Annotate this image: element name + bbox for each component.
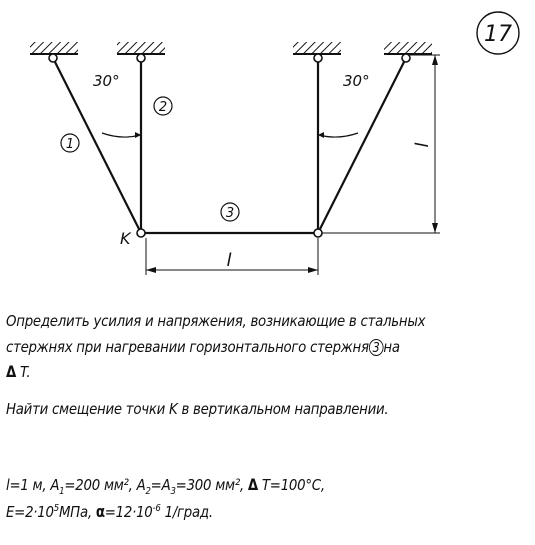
rod-1-label: 1	[66, 137, 74, 152]
dim-h-arrow-right	[308, 267, 318, 273]
param-e-unit: МПа,	[58, 503, 96, 522]
param-dt-sym: Δ	[247, 476, 258, 494]
text-line-4: Найти смещение точки K в вертикальном на…	[6, 400, 389, 418]
angle-label-left: 30°	[93, 72, 120, 90]
param-e: E=2·10	[6, 503, 54, 522]
param-a3-val: =300 мм²,	[175, 476, 248, 494]
rod-1-marker	[60, 133, 80, 153]
truss-diagram: 30° 30° 1 2 3 K l l 17	[30, 11, 520, 275]
text-line-6: E=2·105МПа, α=12·10-6 1/град.	[6, 503, 213, 521]
joint-right	[313, 228, 323, 238]
param-alpha-val: =12·10	[104, 503, 153, 522]
dim-v-arrow-bottom	[432, 223, 438, 233]
support-pin-left-inner	[136, 53, 146, 63]
param-a2-sub: 2	[145, 486, 151, 498]
dim-v-label: l	[412, 142, 433, 147]
param-a1-val: =200 мм², A	[64, 476, 146, 494]
param-a3-sub: 3	[170, 486, 176, 498]
angle-arrow-left	[135, 132, 141, 138]
angle-label-right: 30°	[343, 72, 370, 90]
text-line-5: l=1 м, A1=200 мм², A2=A3=300 мм², Δ T=10…	[6, 476, 325, 497]
param-alpha-sym: α	[95, 503, 105, 522]
rod-3-marker	[220, 202, 240, 222]
param-a2-mid: =A	[150, 476, 171, 494]
param-a1-sub: 1	[59, 486, 65, 498]
text-line-3-rest: T.	[16, 363, 31, 381]
support-pin-right-outer	[401, 53, 411, 63]
param-alpha-exp: -6	[152, 503, 161, 514]
angle-arrow-right	[318, 132, 324, 138]
problem-number-circle	[476, 11, 520, 55]
angle-arc-right	[318, 132, 359, 138]
dim-v-arrow-top	[432, 55, 438, 65]
text-line-1: Определить усилия и напряжения, возникаю…	[6, 312, 426, 330]
joint-k	[136, 228, 146, 238]
dim-h-arrow-left	[146, 267, 156, 273]
delta-symbol: Δ	[6, 363, 17, 381]
dim-h-label: l	[226, 250, 231, 271]
rod-1	[52, 57, 142, 234]
text-line-3: Δ T.	[6, 363, 31, 381]
rod-3-label: 3	[226, 206, 234, 221]
support-left-inner	[117, 42, 165, 55]
text-line-2-a: стержнях при нагревании горизонтального …	[6, 338, 369, 356]
rod-3-ref: 3	[368, 339, 384, 356]
support-pin-right-inner	[313, 53, 323, 63]
param-alpha-unit: 1/град.	[160, 503, 214, 522]
support-right-outer	[384, 42, 432, 55]
support-left-outer	[30, 42, 78, 55]
text-line-2: стержнях при нагревании горизонтального …	[6, 338, 400, 356]
param-dt-val: T=100°C,	[257, 476, 325, 494]
rod-right-inclined	[317, 57, 407, 234]
rod-2-marker	[153, 96, 173, 116]
angle-arc-left	[101, 132, 141, 138]
support-right-inner	[293, 42, 341, 55]
point-k-label: K	[120, 229, 132, 248]
param-e-exp: 5	[53, 503, 59, 514]
param-l: l=1 м, A	[6, 476, 60, 494]
rod-2-label: 2	[159, 100, 167, 115]
support-pin-left-outer	[48, 53, 58, 63]
text-line-2-b: на	[383, 338, 400, 356]
problem-number: 17	[484, 22, 512, 47]
